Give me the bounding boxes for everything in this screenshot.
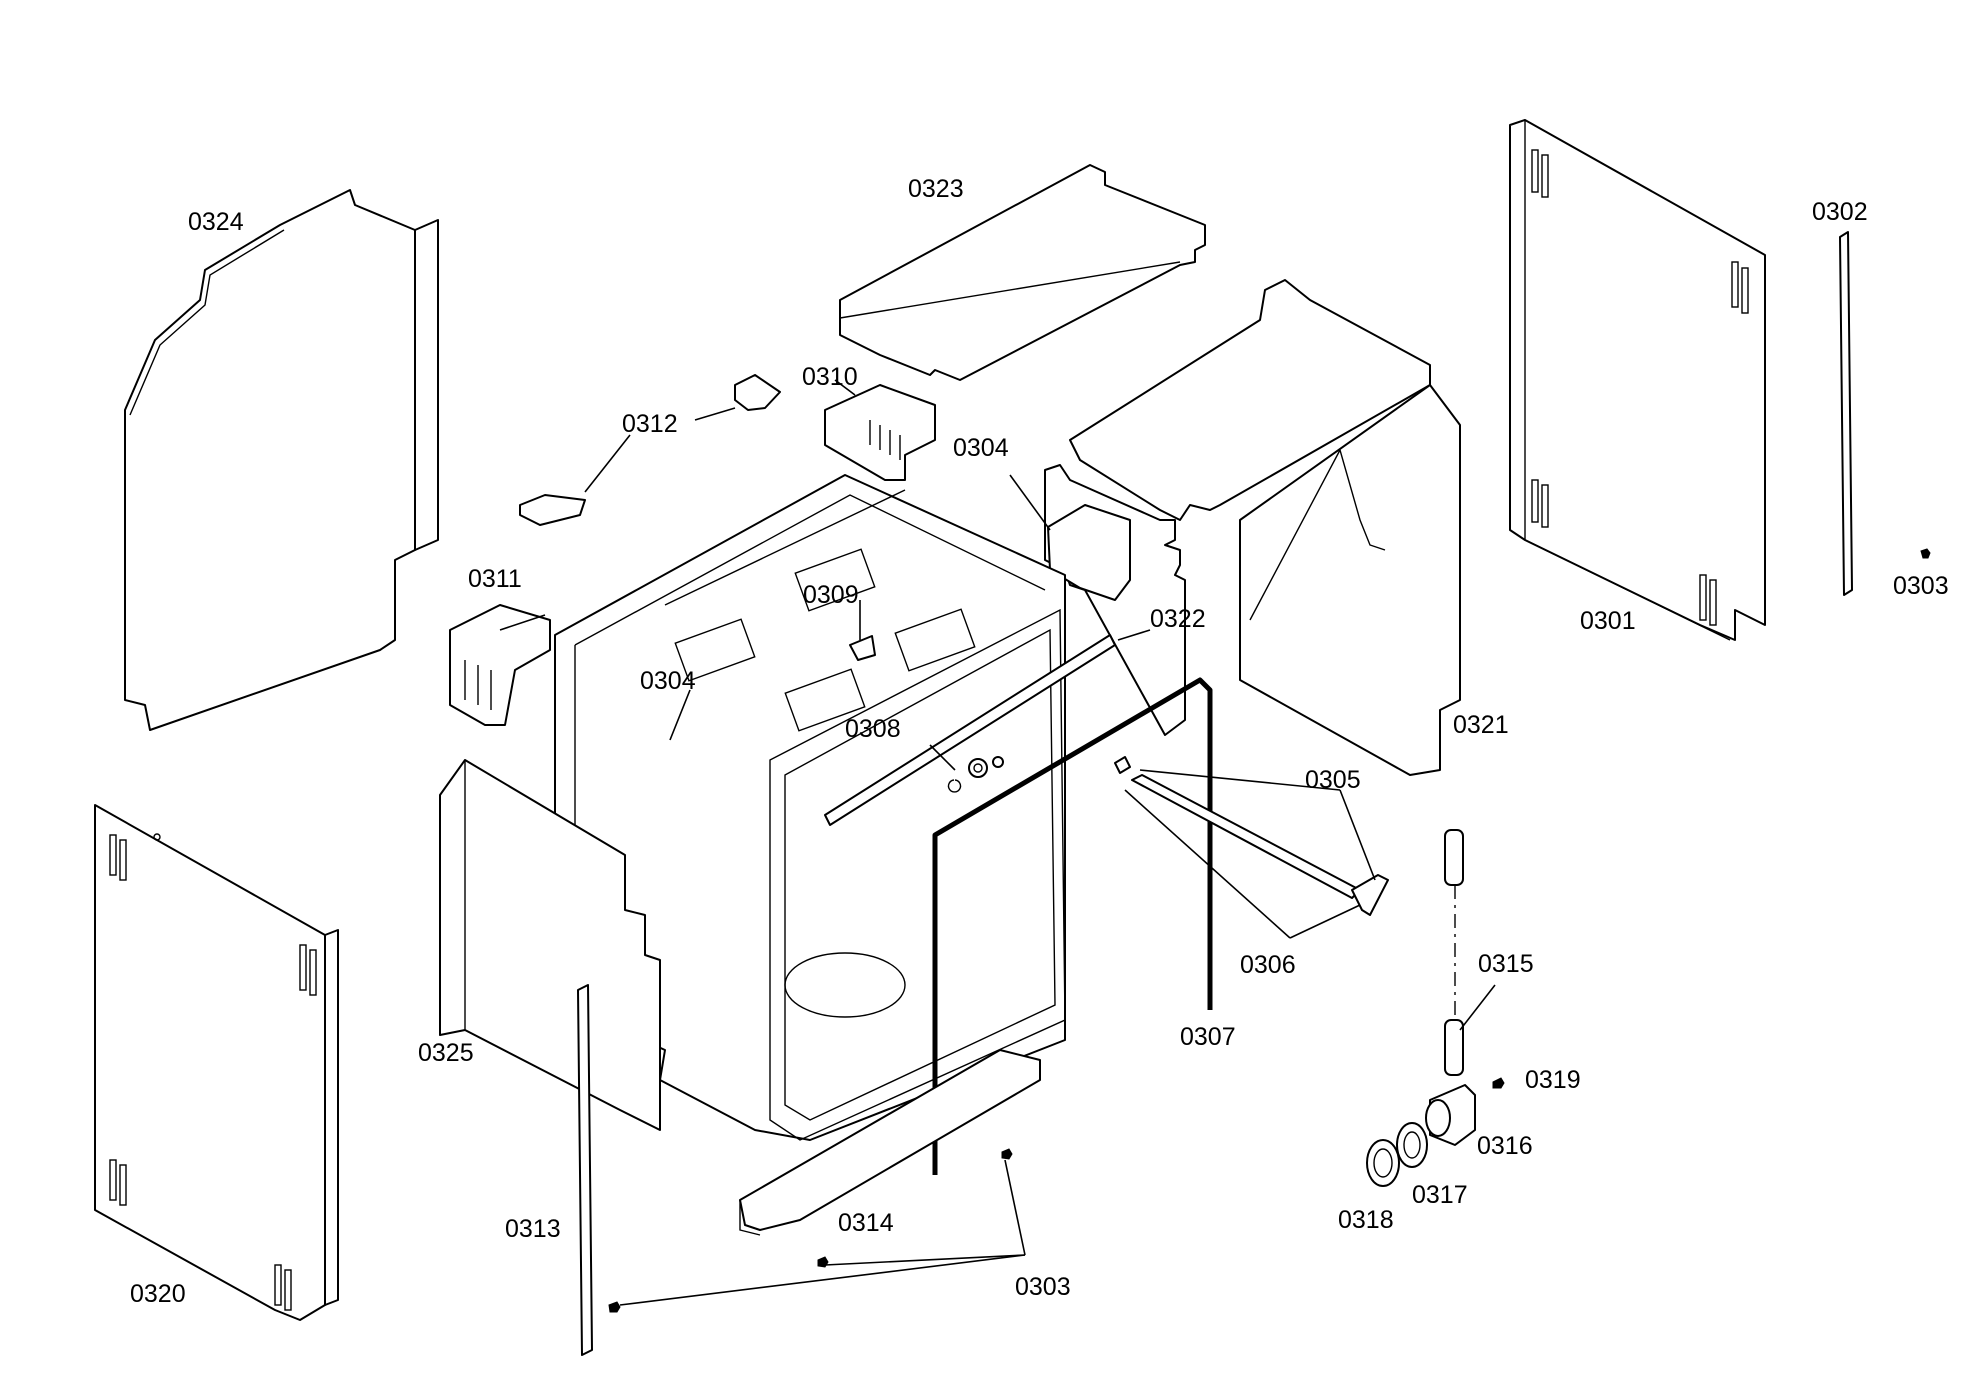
part-0322-rail — [824, 634, 1116, 826]
label-0315: 0315 — [1478, 950, 1534, 978]
label-0302: 0302 — [1812, 198, 1868, 226]
label-0307: 0307 — [1180, 1023, 1236, 1051]
label-0308: 0308 — [845, 715, 901, 743]
label-0321: 0321 — [1453, 711, 1509, 739]
label-0324: 0324 — [188, 208, 244, 236]
part-0325-front-panel — [439, 759, 661, 1131]
leader-lines — [499, 379, 1496, 1306]
label-0304-lower: 0304 — [640, 667, 696, 695]
part-0318-cap — [1366, 1139, 1400, 1187]
label-0314: 0314 — [838, 1209, 894, 1237]
label-0306: 0306 — [1240, 951, 1296, 979]
part-0305-hinge-rail — [1114, 756, 1389, 916]
part-0301-side-panel — [1509, 119, 1766, 641]
part-0323-top-panel — [839, 164, 1206, 381]
part-0314-base-plate — [739, 1049, 1041, 1236]
label-0320: 0320 — [130, 1280, 186, 1308]
label-0309: 0309 — [803, 581, 859, 609]
part-0324-side-panel — [124, 189, 439, 731]
label-0316: 0316 — [1477, 1132, 1533, 1160]
part-0309-clip — [849, 635, 876, 661]
part-0316-connector — [1425, 1084, 1476, 1146]
label-0304-upper: 0304 — [953, 434, 1009, 462]
label-0313: 0313 — [505, 1215, 561, 1243]
label-0319: 0319 — [1525, 1066, 1581, 1094]
part-0319-screw — [1492, 1077, 1505, 1089]
label-0305: 0305 — [1305, 766, 1361, 794]
label-0310: 0310 — [802, 363, 858, 391]
part-0310-terminal-box — [824, 384, 936, 481]
part-0308-fittings — [947, 756, 1004, 793]
part-0317-ring — [1396, 1122, 1428, 1168]
label-0325: 0325 — [418, 1039, 474, 1067]
label-0312: 0312 — [622, 410, 678, 438]
part-0321-insulation-shell — [1044, 279, 1461, 776]
label-0311: 0311 — [468, 565, 522, 593]
label-0317: 0317 — [1412, 1181, 1468, 1209]
label-0301: 0301 — [1580, 607, 1636, 635]
label-0318: 0318 — [1338, 1206, 1394, 1234]
part-0313-trim-strip — [577, 984, 593, 1356]
part-0302-trim-strip — [1839, 231, 1853, 596]
part-0312-bracket — [519, 374, 781, 526]
part-0320-side-panel — [94, 804, 339, 1321]
part-0311-terminal-box — [449, 604, 551, 726]
part-0315-hose — [1444, 829, 1464, 1076]
part-labels: 0324 0323 0302 0303 0310 0312 0304 0311 … — [130, 175, 1949, 1308]
label-0322: 0322 — [1150, 605, 1206, 633]
label-0303-right: 0303 — [1893, 572, 1949, 600]
label-0323: 0323 — [908, 175, 964, 203]
part-0307-door-seal — [932, 677, 1213, 1175]
label-0303-bottom: 0303 — [1015, 1273, 1071, 1301]
